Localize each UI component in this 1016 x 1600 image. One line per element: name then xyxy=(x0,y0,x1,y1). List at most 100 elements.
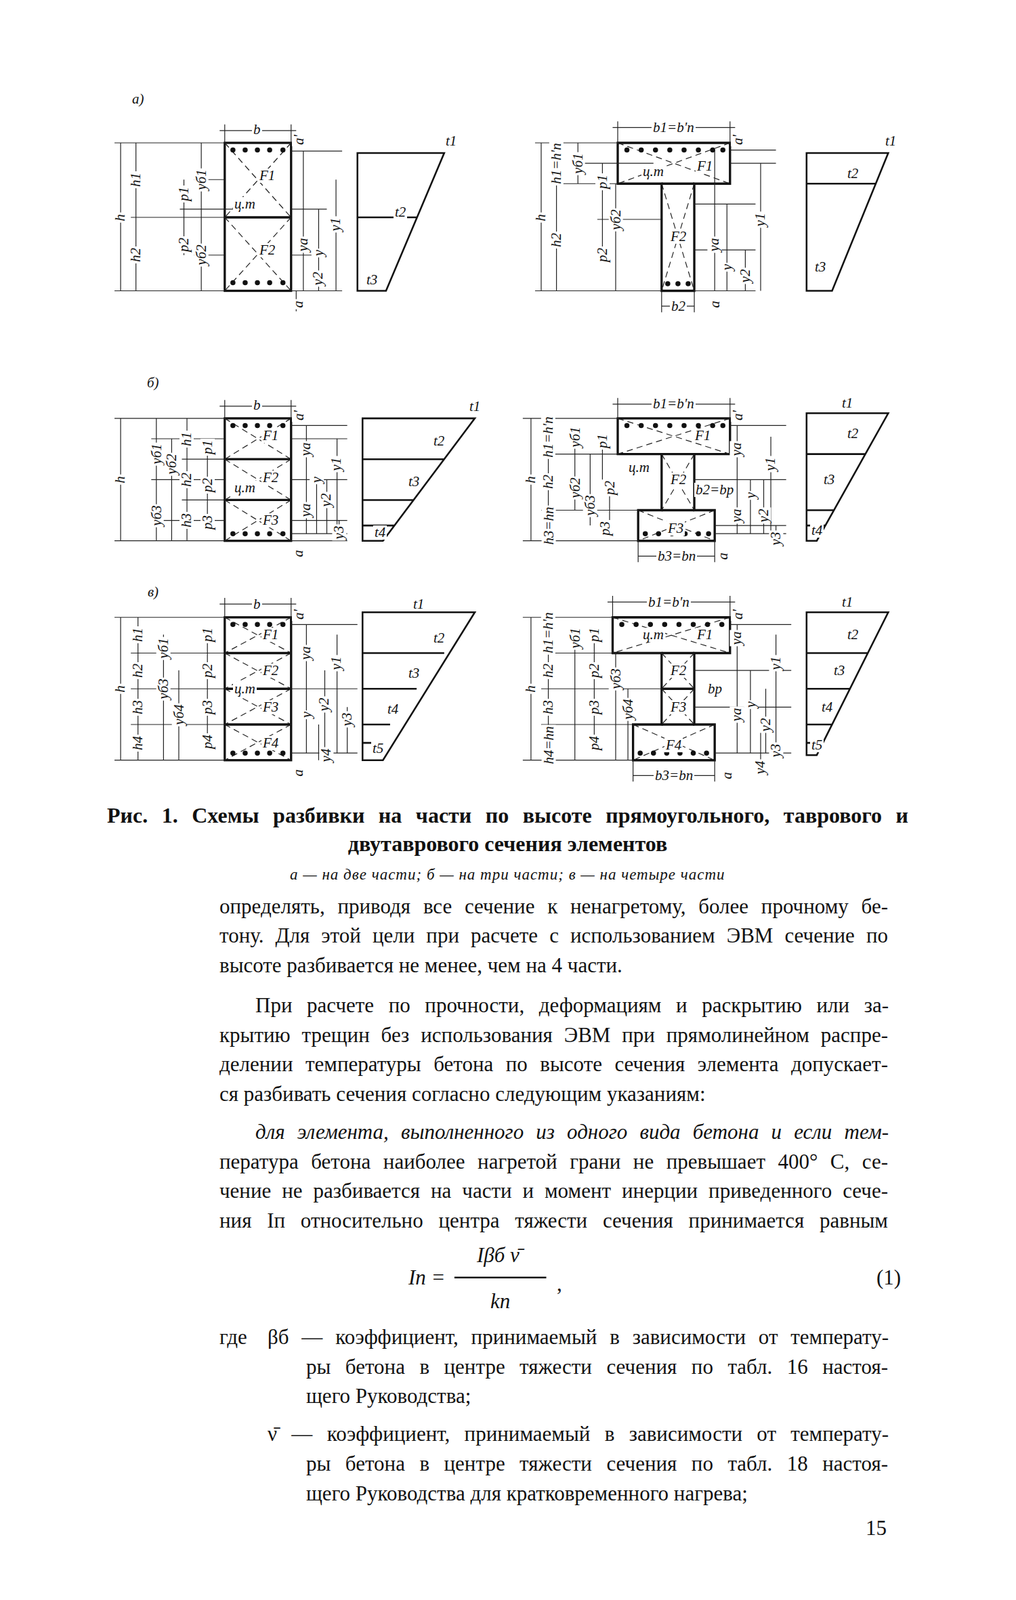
dimension-label: t2 xyxy=(393,205,408,220)
dimension-label: F3 xyxy=(666,521,685,536)
dimension-label: p2 xyxy=(587,662,602,680)
dimension-label: yб1 xyxy=(156,636,171,660)
dimension-label: ц.т xyxy=(233,480,257,496)
dimension-label: a xyxy=(707,299,723,310)
dimension-label: h2 xyxy=(130,662,145,680)
rebar-dots xyxy=(230,423,286,537)
body-text-line: пература бетона наиболее нагретой грани … xyxy=(219,1148,888,1176)
body-text-line: тону. Для этой цели при расчете с исполь… xyxy=(219,922,888,950)
dimension-label: t3 xyxy=(365,272,379,288)
dimension-label: y3 xyxy=(340,711,355,729)
dimension-label: yб4 xyxy=(621,697,636,721)
dimension-label: t5 xyxy=(810,738,824,753)
dimension-label: y3 xyxy=(768,531,783,548)
dimension-label: h xyxy=(533,212,548,223)
dimension-label: F1 xyxy=(695,627,714,643)
dimension-label: p3 xyxy=(200,514,215,532)
section-split xyxy=(661,652,695,725)
rebar-dots xyxy=(624,147,726,287)
dimension-label: y1 xyxy=(329,456,344,473)
body-text-line: для элемента, выполненного из одного вид… xyxy=(255,1118,889,1147)
dimension-label: ц.т xyxy=(233,682,257,697)
dimension-label: h1 xyxy=(130,626,145,644)
body-text-line: ры бетона в центре тяжести сечения по та… xyxy=(306,1450,888,1478)
body-text-line: щего Руководства; xyxy=(306,1383,888,1411)
part-diagonals xyxy=(224,617,292,761)
dimension-label: F4 xyxy=(261,736,280,751)
dimension-label: a xyxy=(720,770,735,781)
body-text-line: ния Iп относительно центра тяжести сечен… xyxy=(219,1207,888,1235)
body-text-line: чение не разбивается на части и момент и… xyxy=(219,1177,888,1205)
dimension-label: h1=h'п xyxy=(541,610,556,655)
dimension-label: a' xyxy=(730,133,746,147)
dimension-label: b3=bп xyxy=(656,549,697,564)
dimension-label: h2 xyxy=(541,473,556,491)
dimension-label: ц.т xyxy=(233,197,257,212)
section-split xyxy=(224,216,292,219)
dimension-label: yб4 xyxy=(172,703,187,727)
dimension-label: h1=h'п xyxy=(549,141,564,186)
dimension-label: y1 xyxy=(329,655,344,672)
dimension-label: yб2 xyxy=(608,207,624,231)
dimension-lines xyxy=(522,398,787,563)
dimension-label: F2 xyxy=(261,470,280,485)
dimension-label: t1 xyxy=(411,597,426,612)
dimension-label: t2 xyxy=(845,627,860,643)
dimension-label: F2 xyxy=(258,243,277,258)
dimension-label: ц.т xyxy=(627,460,651,475)
dimension-label: t4 xyxy=(373,525,387,540)
dimension-label: F1 xyxy=(693,428,712,443)
dimension-label: t2 xyxy=(845,426,860,441)
part-diagonals xyxy=(224,418,292,542)
part-diagonals xyxy=(617,142,731,292)
dimension-label: h2 xyxy=(549,231,564,249)
temperature-diagram xyxy=(806,153,889,291)
text-label: а — на две части; б — на три части; в — … xyxy=(289,866,726,884)
body-text-line: высоте разбивается не менее, чем на 4 ча… xyxy=(219,952,888,980)
dimension-label: h1 xyxy=(179,430,194,448)
dimension-label: F1 xyxy=(261,428,280,443)
temperature-diagram xyxy=(357,153,445,291)
dimension-label: F1 xyxy=(261,627,280,643)
dimension-label: b1=b'п xyxy=(646,595,691,610)
dimension-label: y2 xyxy=(316,696,332,714)
temperature-diagram xyxy=(806,413,889,541)
dimension-label: t1 xyxy=(883,134,898,149)
dimension-label: F3 xyxy=(261,700,280,715)
dimension-label: b2 xyxy=(669,299,687,314)
section-outline xyxy=(224,617,292,761)
body-text-line: определять, приводя все сечение к ненагр… xyxy=(219,893,888,921)
dimension-label: a' xyxy=(291,409,307,422)
dimension-label: h2 xyxy=(179,471,194,489)
section-outline xyxy=(617,142,731,292)
dimension-label: b2=bр xyxy=(694,482,735,498)
dimension-lines xyxy=(114,124,343,312)
dimension-label: b xyxy=(251,597,263,612)
dimension-label: h3 xyxy=(179,512,194,529)
dimension-label: t1 xyxy=(840,595,855,610)
rebar-dots xyxy=(230,147,286,286)
dimension-label: t5 xyxy=(371,741,385,756)
dimension-label: yб2 xyxy=(568,476,583,500)
dimension-lines xyxy=(114,598,358,761)
fraction-bar xyxy=(454,1277,547,1280)
dimension-label: h2 xyxy=(128,246,143,264)
dimension-label: в) xyxy=(146,585,160,600)
dimension-label: yб1 xyxy=(568,626,583,650)
dimension-label: ya xyxy=(729,508,744,525)
dimension-label: h3 xyxy=(130,699,145,716)
dimension-label: t3 xyxy=(407,474,421,490)
dimension-label: а) xyxy=(130,92,146,107)
dimension-label: F3 xyxy=(261,513,280,528)
dimension-label: b1=b'п xyxy=(651,120,696,135)
dimension-label: bр xyxy=(706,682,724,697)
dimension-label: t3 xyxy=(813,260,828,275)
dimension-label: ya xyxy=(729,707,744,724)
dimension-label: t2 xyxy=(432,434,446,449)
dimension-label: F1 xyxy=(695,159,714,174)
temperature-diagram xyxy=(362,418,475,542)
dimension-lines xyxy=(522,596,792,782)
dimension-label: t1 xyxy=(840,396,855,411)
dimension-label: y1 xyxy=(763,456,778,473)
dimension-label: y1 xyxy=(328,216,343,234)
